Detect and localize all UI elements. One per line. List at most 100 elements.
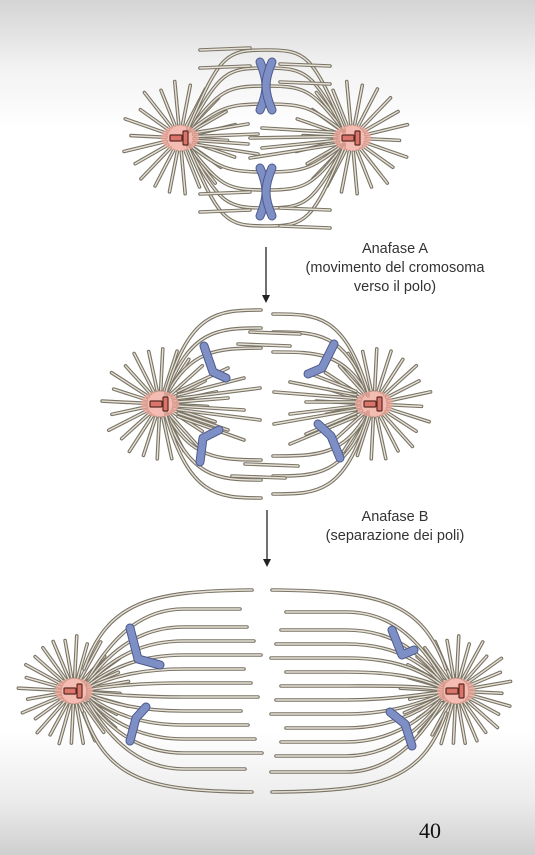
microtubule-core bbox=[120, 412, 151, 440]
microtubule bbox=[278, 224, 332, 230]
microtubule bbox=[271, 312, 370, 394]
microtubule bbox=[16, 686, 62, 693]
chromosome-body bbox=[386, 708, 416, 750]
microtubule bbox=[122, 139, 169, 154]
centrosome bbox=[161, 125, 199, 151]
microtubule bbox=[161, 415, 174, 461]
microtubule bbox=[168, 363, 205, 397]
microtubule bbox=[162, 349, 179, 393]
microtubule-core bbox=[180, 151, 186, 195]
microtubule bbox=[269, 692, 444, 716]
page-number: 40 bbox=[419, 818, 441, 843]
microtubule bbox=[248, 142, 338, 160]
microtubule bbox=[230, 474, 287, 480]
chromosome-body bbox=[200, 342, 230, 382]
microtubule bbox=[423, 645, 450, 682]
arrow-head bbox=[263, 559, 271, 567]
microtubule bbox=[164, 326, 263, 396]
microtubule-core bbox=[387, 404, 423, 408]
chromosome-body bbox=[126, 703, 150, 745]
microtubule-core bbox=[289, 381, 357, 396]
stage-arrows bbox=[262, 247, 271, 567]
microtubule bbox=[57, 702, 73, 746]
microtubule bbox=[198, 208, 252, 214]
microtubule-core bbox=[83, 589, 253, 670]
microtubule bbox=[372, 347, 379, 392]
microtubule bbox=[110, 405, 149, 417]
centriole bbox=[354, 130, 361, 146]
microtubule-core bbox=[285, 611, 443, 680]
microtubule-core bbox=[174, 80, 180, 125]
microtubule-core bbox=[360, 97, 392, 129]
centriole bbox=[63, 687, 77, 695]
microtubule-core bbox=[130, 134, 167, 138]
microtubule-core bbox=[261, 139, 337, 149]
centriole bbox=[458, 683, 465, 699]
anaphase-b-caption: Anafase B (separazione dei poli) bbox=[270, 508, 520, 546]
microtubule-core bbox=[379, 415, 399, 452]
microtubule bbox=[284, 670, 444, 690]
microtubule bbox=[274, 690, 444, 702]
microtubule-core bbox=[124, 365, 152, 395]
microtubule-core bbox=[275, 643, 443, 685]
microtubule bbox=[198, 64, 252, 70]
microtubule-core bbox=[370, 417, 374, 460]
microtubule-core bbox=[36, 700, 66, 734]
microtubule-core bbox=[133, 352, 155, 393]
microtubule-core bbox=[140, 147, 172, 180]
microtubule-core bbox=[199, 47, 251, 51]
microtubule-core bbox=[365, 138, 401, 142]
microtubule-core bbox=[249, 135, 337, 139]
microtubule bbox=[164, 308, 263, 394]
microtubule-core bbox=[160, 348, 164, 391]
microtubule bbox=[33, 654, 66, 684]
microtubule-core bbox=[334, 412, 365, 440]
centriole bbox=[363, 400, 377, 408]
microtubule-core bbox=[279, 81, 331, 85]
microtubule-core bbox=[34, 698, 64, 720]
microtubule-core bbox=[165, 413, 262, 481]
microtubule-core bbox=[374, 348, 378, 391]
microtubule bbox=[337, 364, 367, 396]
microtubule bbox=[385, 406, 431, 424]
microtubule bbox=[467, 679, 513, 691]
microtubule bbox=[462, 700, 488, 735]
microtubule bbox=[127, 413, 155, 454]
microtubule bbox=[33, 697, 65, 721]
microtubule-core bbox=[364, 141, 408, 158]
microtubule bbox=[158, 347, 165, 392]
microtubule bbox=[279, 696, 444, 744]
microtubule bbox=[248, 134, 338, 140]
microtubule bbox=[260, 126, 338, 135]
microtubule-core bbox=[280, 685, 443, 691]
microtubule-core bbox=[168, 151, 179, 193]
microtubule bbox=[82, 588, 254, 671]
microtubule-core bbox=[452, 704, 456, 744]
microtubule-core bbox=[143, 91, 173, 128]
microtubule bbox=[236, 342, 292, 348]
microtubule bbox=[86, 698, 264, 755]
microtubule bbox=[464, 698, 500, 730]
microtubule bbox=[278, 206, 332, 212]
microtubule bbox=[69, 703, 76, 745]
microtubule-core bbox=[177, 377, 245, 396]
microtubule-core bbox=[273, 391, 357, 400]
microtubule bbox=[272, 390, 358, 401]
microtubule-core bbox=[306, 144, 341, 165]
microtubule-core bbox=[446, 639, 455, 678]
microtubule-core bbox=[440, 703, 453, 745]
microtubule-core bbox=[289, 405, 357, 415]
microtubule bbox=[86, 700, 247, 771]
microtubule bbox=[274, 698, 444, 758]
microtubule-core bbox=[87, 668, 245, 689]
chromosome bbox=[195, 425, 224, 467]
microtubule bbox=[106, 408, 150, 433]
microtubule-core bbox=[177, 415, 245, 441]
microtubule-core bbox=[431, 702, 451, 736]
microtubule-core bbox=[110, 371, 149, 398]
microtubule-core bbox=[87, 682, 252, 691]
microtubule bbox=[270, 711, 448, 794]
microtubule-core bbox=[58, 703, 71, 745]
microtubule bbox=[25, 691, 63, 701]
microtubule bbox=[284, 610, 444, 681]
